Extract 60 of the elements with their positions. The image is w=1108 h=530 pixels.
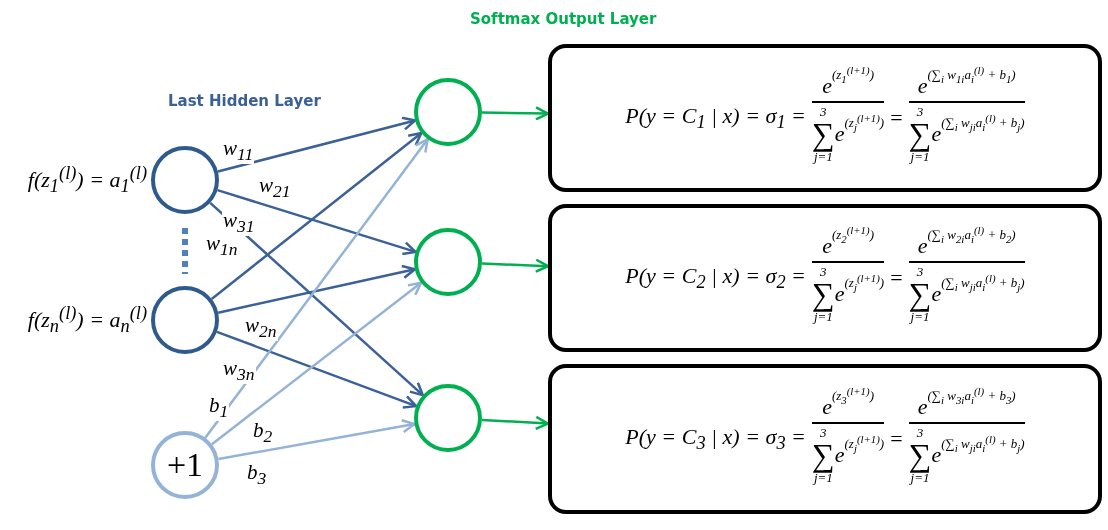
formula-term: e bbox=[822, 233, 832, 259]
exponent: (z$_{2}$$^{(l+1)}$) bbox=[831, 224, 874, 245]
summation-sign: ∑ bbox=[811, 118, 835, 150]
exponent: (∑$_{i}$ w$_{3i}$a$_{i}$$^{(l)}$ + b$_{3}$) bbox=[927, 385, 1016, 406]
summation-sign: ∑ bbox=[908, 118, 932, 150]
formula-term: P(y = C$_{1}$ | x) = σ$_{1}$ = bbox=[625, 102, 806, 134]
formula-box bbox=[548, 44, 1102, 192]
exponent: (z$_{j}$$^{(l+1)}$) bbox=[844, 432, 885, 454]
exponent: (z$_{j}$$^{(l+1)}$) bbox=[844, 271, 885, 293]
formula-term: e bbox=[822, 73, 832, 99]
formula-term: P(y = C$_{2}$ | x) = σ$_{2}$ = bbox=[625, 262, 806, 294]
formula-term: = bbox=[890, 265, 903, 291]
formula-term: = bbox=[890, 426, 903, 452]
formula-term: e bbox=[931, 121, 942, 147]
formula-term: P(y = C$_{3}$ | x) = σ$_{3}$ = bbox=[625, 423, 806, 455]
sum-limit: 3 bbox=[916, 105, 924, 118]
exponent: (z$_{1}$$^{(l+1)}$) bbox=[831, 64, 874, 85]
formula-term: e bbox=[834, 281, 845, 306]
arrow bbox=[481, 258, 550, 273]
arrow bbox=[481, 106, 550, 121]
arrow bbox=[217, 264, 417, 314]
summation-sign: ∑ bbox=[811, 439, 835, 471]
summation-sign: ∑ bbox=[908, 439, 932, 471]
formula-box bbox=[548, 204, 1102, 352]
arrow bbox=[218, 418, 416, 461]
sum-limit: 3 bbox=[820, 105, 827, 118]
formula-term: e bbox=[917, 73, 928, 99]
layer-title: Last Hidden Layer bbox=[168, 92, 321, 110]
formula-term: e bbox=[931, 442, 942, 468]
arrow bbox=[209, 201, 425, 397]
summation-sign: ∑ bbox=[811, 278, 835, 310]
formula-term: e bbox=[822, 394, 832, 420]
formula-term: e bbox=[917, 233, 928, 259]
arrow bbox=[217, 116, 417, 173]
arrow bbox=[211, 281, 423, 446]
exponent: (∑$_{i}$ w$_{ji}$a$_{i}$$^{(l)}$ + b$_{j}$) bbox=[941, 271, 1025, 293]
layer-title: Softmax Output Layer bbox=[470, 10, 657, 28]
exponent: (∑$_{i}$ w$_{1i}$a$_{i}$$^{(l)}$ + b$_{1}$) bbox=[927, 64, 1016, 85]
arrow bbox=[216, 330, 418, 409]
arrow bbox=[481, 415, 550, 431]
node-label: +1 bbox=[166, 446, 204, 484]
exponent: (∑$_{i}$ w$_{2i}$a$_{i}$$^{(l)}$ + b$_{2}$) bbox=[927, 224, 1016, 245]
arrow bbox=[210, 131, 423, 300]
summation-sign: ∑ bbox=[908, 278, 932, 310]
formula-term: = bbox=[890, 105, 903, 131]
sum-limit: 3 bbox=[916, 426, 924, 439]
arrow bbox=[217, 188, 417, 256]
exponent: (∑$_{i}$ w$_{ji}$a$_{i}$$^{(l)}$ + b$_{j}$) bbox=[941, 111, 1025, 133]
formula-term: e bbox=[917, 394, 928, 420]
sum-limit: 3 bbox=[820, 265, 827, 278]
formula-term: e bbox=[834, 121, 845, 146]
exponent: (z$_{j}$$^{(l+1)}$) bbox=[844, 111, 885, 133]
arrow bbox=[204, 138, 429, 439]
formula-term: e bbox=[834, 442, 845, 467]
formula-term: e bbox=[931, 281, 942, 307]
sum-limit: 3 bbox=[820, 426, 827, 439]
exponent: (z$_{3}$$^{(l+1)}$) bbox=[831, 385, 874, 406]
formula-box bbox=[548, 364, 1102, 514]
exponent: (∑$_{i}$ w$_{ji}$a$_{i}$$^{(l)}$ + b$_{j}$) bbox=[941, 432, 1025, 454]
sum-limit: 3 bbox=[916, 265, 924, 278]
